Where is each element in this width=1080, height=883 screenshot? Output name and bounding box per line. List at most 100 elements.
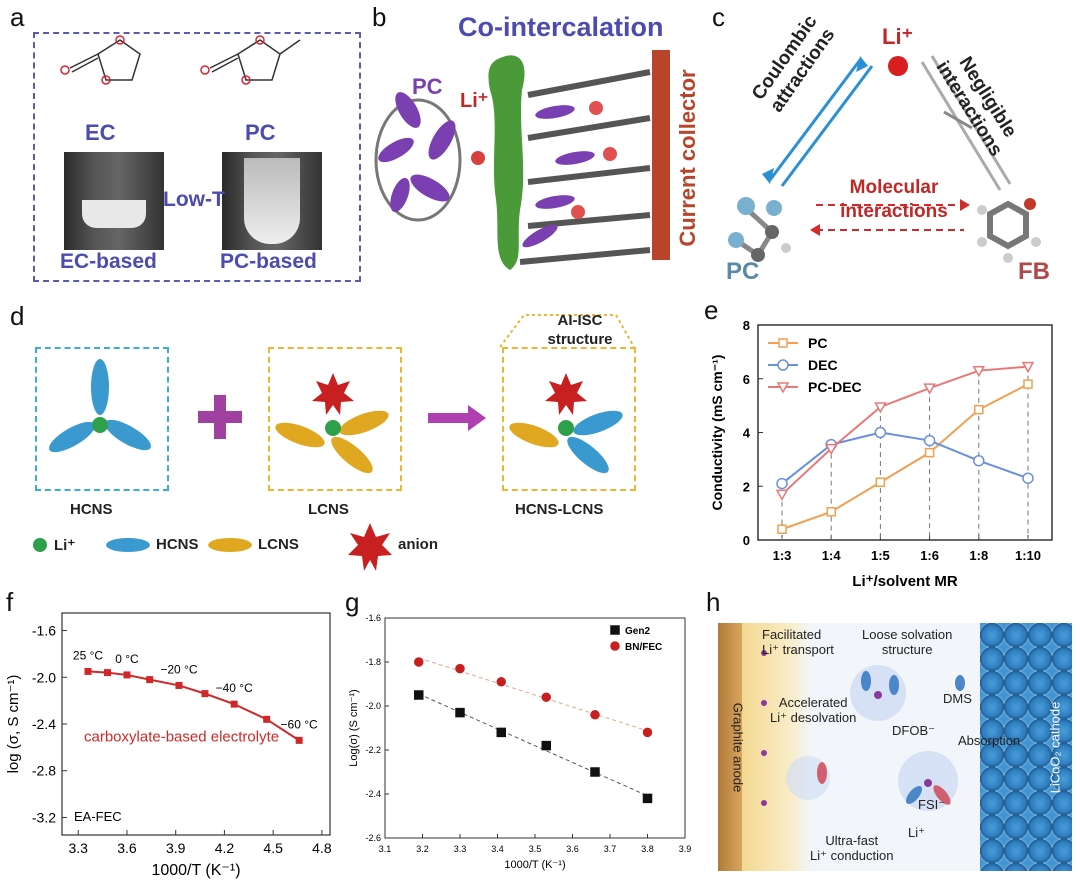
- x-tick-label: 3.4: [491, 844, 504, 854]
- x-tick-label: 3.2: [416, 844, 429, 854]
- ai-isc-line1: AI-ISC: [557, 312, 603, 329]
- legend-label: DEC: [808, 357, 838, 373]
- fit-line: [418, 657, 648, 732]
- y-tick-label: 8: [743, 318, 750, 333]
- panel-d: d HCNS LCNS HCNS-LCNS AI-IS: [0, 295, 700, 580]
- data-point-dec: [874, 426, 887, 439]
- temperature-label: −60 °C: [281, 717, 318, 731]
- co-intercalation-title: Co-intercalation: [458, 12, 664, 42]
- x-tick-label: 3.5: [529, 844, 542, 854]
- corner-label: EA-FEC: [74, 809, 122, 824]
- y-tick-label: -1.6: [32, 623, 56, 639]
- co-intercalation-illustration: [374, 50, 670, 270]
- data-point-bn-fec: [455, 663, 465, 674]
- y-axis-label: Conductivity (mS cm⁻¹): [709, 355, 725, 511]
- annotation-text: carboxylate-based electrolyte: [84, 729, 279, 746]
- fb-label-c: FB: [1018, 258, 1050, 285]
- data-point-bn-fec: [541, 692, 551, 702]
- legend-hcns: HCNS: [156, 536, 199, 553]
- accelerated-line1: Accelerated: [778, 695, 848, 710]
- data-point-pc-dec: [824, 443, 838, 456]
- data-point-pc: [826, 507, 836, 517]
- data-point-pc-dec: [874, 402, 887, 414]
- accelerated-desolvation-label: Accelerated Li⁺ desolvation: [770, 695, 856, 725]
- panel-label-a: a: [10, 2, 25, 32]
- panel-h: h Graphite anode LiCoO₂ cathode Facilita…: [700, 585, 1080, 883]
- data-point-pc-dec: [775, 489, 789, 501]
- loose-line2: structure: [881, 642, 933, 657]
- current-collector-label: Current collector: [675, 69, 700, 247]
- facilitated-line2: Li⁺ transport: [762, 642, 834, 657]
- data-point-bn-fec: [496, 677, 506, 687]
- panel-label-b: b: [372, 2, 387, 32]
- pc-vial-photo: [222, 152, 322, 250]
- fsi-label: FSI⁻: [918, 797, 946, 812]
- facilitated-transport-label: Facilitated Li⁺ transport: [762, 627, 834, 657]
- ultra-line2: Li⁺ conduction: [810, 848, 894, 863]
- temperature-label: 25 °C: [73, 648, 103, 662]
- x-tick-label: 4.2: [215, 840, 235, 856]
- pc-based-label: PC-based: [220, 250, 317, 273]
- absorption-label: Absorption: [958, 733, 1021, 748]
- x-tick-label: 3.6: [566, 844, 579, 854]
- panel-a-frame: [33, 32, 361, 282]
- electrolyte-interphase: [742, 623, 812, 871]
- legend-marker: [777, 359, 789, 371]
- temperature-label: −20 °C: [160, 662, 197, 676]
- x-tick-label: 3.9: [679, 844, 692, 854]
- panel-label-g: g: [345, 587, 360, 617]
- pc-molecule-3d-icon: [728, 197, 791, 262]
- data-point: [263, 715, 271, 723]
- data-point-gen2: [541, 740, 551, 751]
- li-label-h: Li⁺: [908, 825, 925, 840]
- ec-vial-photo: [64, 152, 164, 250]
- x-tick-label: 4.5: [263, 840, 283, 856]
- data-point-pc-dec: [923, 383, 936, 395]
- temperature-label: 0 °C: [115, 652, 139, 666]
- temperature-label: −40 °C: [216, 681, 253, 695]
- pc-molecule-icon: [200, 35, 301, 85]
- solvation-structures-illustration: [33, 314, 635, 571]
- legend-marker: [610, 625, 620, 635]
- legend-label: PC: [808, 335, 827, 351]
- pc-label-b: PC: [412, 74, 443, 99]
- legend-label: BN/FEC: [625, 642, 662, 653]
- graphite-anode-layer: [718, 623, 742, 871]
- series-line-pc-dec: [781, 365, 1029, 496]
- data-point-pc: [1023, 379, 1033, 389]
- dfob-label: DFOB⁻: [892, 723, 935, 738]
- fit-line: [418, 693, 648, 797]
- legend-li: Li⁺: [54, 537, 76, 554]
- data-point: [295, 736, 303, 744]
- legend-marker: [776, 382, 790, 394]
- x-tick-label: 1:6: [920, 548, 939, 563]
- legend-anion: anion: [398, 536, 438, 553]
- ultra-line1: Ultra-fast: [825, 833, 879, 848]
- ai-isc-line2: structure: [547, 331, 613, 348]
- ec-label: EC: [85, 120, 116, 145]
- fb-molecule-3d-icon: [977, 198, 1041, 263]
- molecular-line1: Molecular: [849, 177, 939, 198]
- x-axis-label: 1000/T (K⁻¹): [151, 862, 240, 879]
- facilitated-line1: Facilitated: [762, 627, 822, 642]
- interaction-diagram: [728, 55, 1041, 263]
- dms-label: DMS: [943, 691, 972, 706]
- data-point-gen2: [642, 793, 653, 804]
- x-tick-label: 1:10: [1015, 548, 1041, 563]
- legend-marker: [610, 641, 620, 651]
- data-point: [123, 671, 131, 679]
- data-point-pc: [777, 524, 787, 534]
- panel-label-f: f: [6, 587, 14, 617]
- y-tick-label: -2.6: [365, 833, 381, 843]
- data-point-gen2: [455, 707, 465, 718]
- y-tick-label: -1.6: [365, 613, 381, 623]
- y-axis-label: Log(σ) (S cm⁻¹): [348, 689, 360, 766]
- legend-lcns: LCNS: [258, 536, 299, 553]
- data-point: [146, 676, 154, 684]
- data-point-pc-dec: [1021, 361, 1035, 374]
